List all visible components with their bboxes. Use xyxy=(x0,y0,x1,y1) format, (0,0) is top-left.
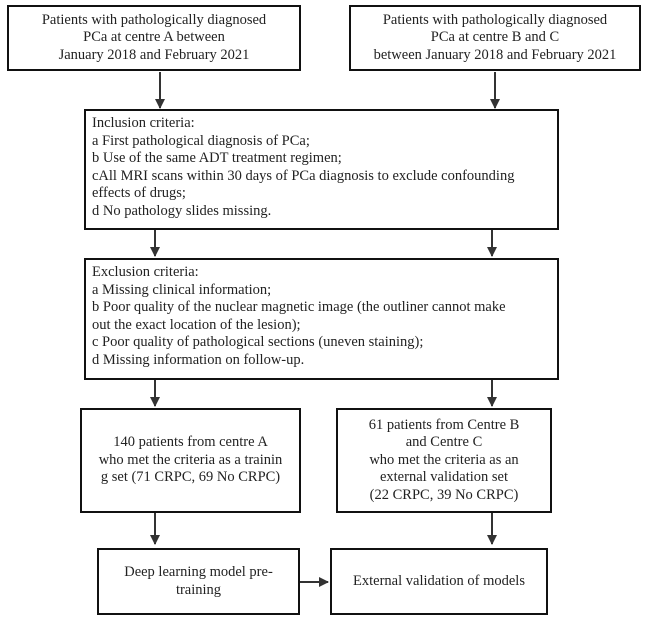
exclusion-item-b-cont: out the exact location of the lesion); xyxy=(92,316,301,333)
source-a-line-2: PCa at centre A between xyxy=(83,29,225,46)
inclusion-item-c-cont: effects of drugs; xyxy=(92,185,186,201)
validation-set-box: 61 patients from Centre B and Centre C w… xyxy=(336,408,552,513)
exclusion-heading: Exclusion criteria: xyxy=(92,264,199,280)
source-a-line-3: January 2018 and February 2021 xyxy=(58,46,250,63)
exclusion-item-b: b Poor quality of the nuclear magnetic i… xyxy=(92,299,506,315)
training-line-2: who met the criteria as a trainin xyxy=(98,451,283,468)
validation-line-1: 61 patients from Centre B xyxy=(368,416,520,433)
pretraining-line-2: training xyxy=(175,581,222,598)
external-validation-label: External validation of models xyxy=(353,572,525,589)
training-line-3: g set (71 CRPC, 69 No CRPC) xyxy=(100,469,281,486)
validation-line-3: who met the criteria as an xyxy=(369,451,519,468)
inclusion-criteria-box: Inclusion criteria: a First pathological… xyxy=(84,109,559,230)
exclusion-item-d: d Missing information on follow-up. xyxy=(92,351,305,368)
source-centre-bc-box: Patients with pathologically diagnosed P… xyxy=(349,5,641,71)
source-bc-line-1: Patients with pathologically diagnosed xyxy=(382,11,608,28)
validation-line-2: and Centre C xyxy=(405,434,483,451)
exclusion-criteria-box: Exclusion criteria: a Missing clinical i… xyxy=(84,258,559,380)
exclusion-item-a: a Missing clinical information; xyxy=(92,281,272,298)
exclusion-item-c: c Poor quality of pathological sections … xyxy=(92,334,424,350)
source-bc-line-3: between January 2018 and February 2021 xyxy=(373,46,617,63)
inclusion-item-c: cAll MRI scans within 30 days of PCa dia… xyxy=(92,167,515,184)
training-line-1: 140 patients from centre A xyxy=(113,434,268,451)
training-set-box: 140 patients from centre A who met the c… xyxy=(80,408,301,513)
validation-line-5: (22 CRPC, 39 No CRPC) xyxy=(369,486,519,503)
source-centre-a-box: Patients with pathologically diagnosed P… xyxy=(7,5,301,71)
inclusion-item-d: d No pathology slides missing. xyxy=(92,202,272,219)
validation-line-4: external validation set xyxy=(379,469,509,486)
inclusion-item-a: a First pathological diagnosis of PCa; xyxy=(92,132,310,149)
pretraining-line-1: Deep learning model pre- xyxy=(124,564,273,580)
inclusion-item-b: b Use of the same ADT treatment regimen; xyxy=(92,150,342,166)
external-validation-box: External validation of models xyxy=(330,548,548,615)
source-a-line-1: Patients with pathologically diagnosed xyxy=(41,11,267,28)
source-bc-line-2: PCa at centre B and C xyxy=(430,29,560,46)
inclusion-heading: Inclusion criteria: xyxy=(92,115,195,131)
pretraining-box: Deep learning model pre- training xyxy=(97,548,300,615)
